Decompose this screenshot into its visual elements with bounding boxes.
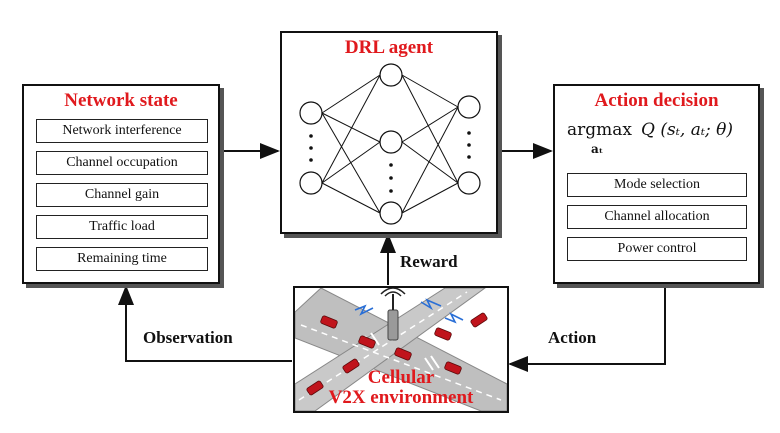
environment-title-line1: Cellular [367, 367, 435, 388]
action-item-channel-allocation: Channel allocation [567, 205, 747, 229]
argmax-operator: argmax [567, 120, 632, 140]
action-decision-panel: Action decision argmax Q (sₜ, aₜ; θ) aₜ … [553, 84, 760, 284]
action-item-power-control: Power control [567, 237, 747, 261]
argmax-subscript: aₜ [591, 142, 604, 156]
action-decision-title: Action decision [594, 90, 719, 111]
intersection-illustration [295, 288, 507, 411]
drl-agent-panel: DRL agent [280, 31, 498, 234]
state-item-channel-occupation: Channel occupation [36, 151, 208, 175]
v2x-environment-panel: Cellular V2X environment [293, 286, 509, 413]
vehicle-icons [306, 312, 488, 396]
arrow-action [508, 284, 666, 372]
environment-title-line2: V2X environment [328, 387, 474, 408]
state-item-channel-gain: Channel gain [36, 183, 208, 207]
neural-network-diagram [299, 63, 481, 225]
q-function-expression: Q (sₜ, aₜ; θ) [641, 120, 734, 140]
drl-agent-title: DRL agent [344, 37, 434, 58]
network-state-panel: Network state Network interference Chann… [22, 84, 220, 284]
network-state-title: Network state [64, 90, 178, 111]
state-item-remaining-time: Remaining time [36, 247, 208, 271]
arrow-observation [118, 285, 292, 362]
action-item-mode-selection: Mode selection [567, 173, 747, 197]
observation-label: Observation [143, 328, 233, 347]
reward-label: Reward [400, 252, 458, 271]
base-station-icon [380, 288, 406, 341]
state-item-network-interference: Network interference [36, 119, 208, 143]
state-item-traffic-load: Traffic load [36, 215, 208, 239]
action-label: Action [548, 328, 597, 347]
